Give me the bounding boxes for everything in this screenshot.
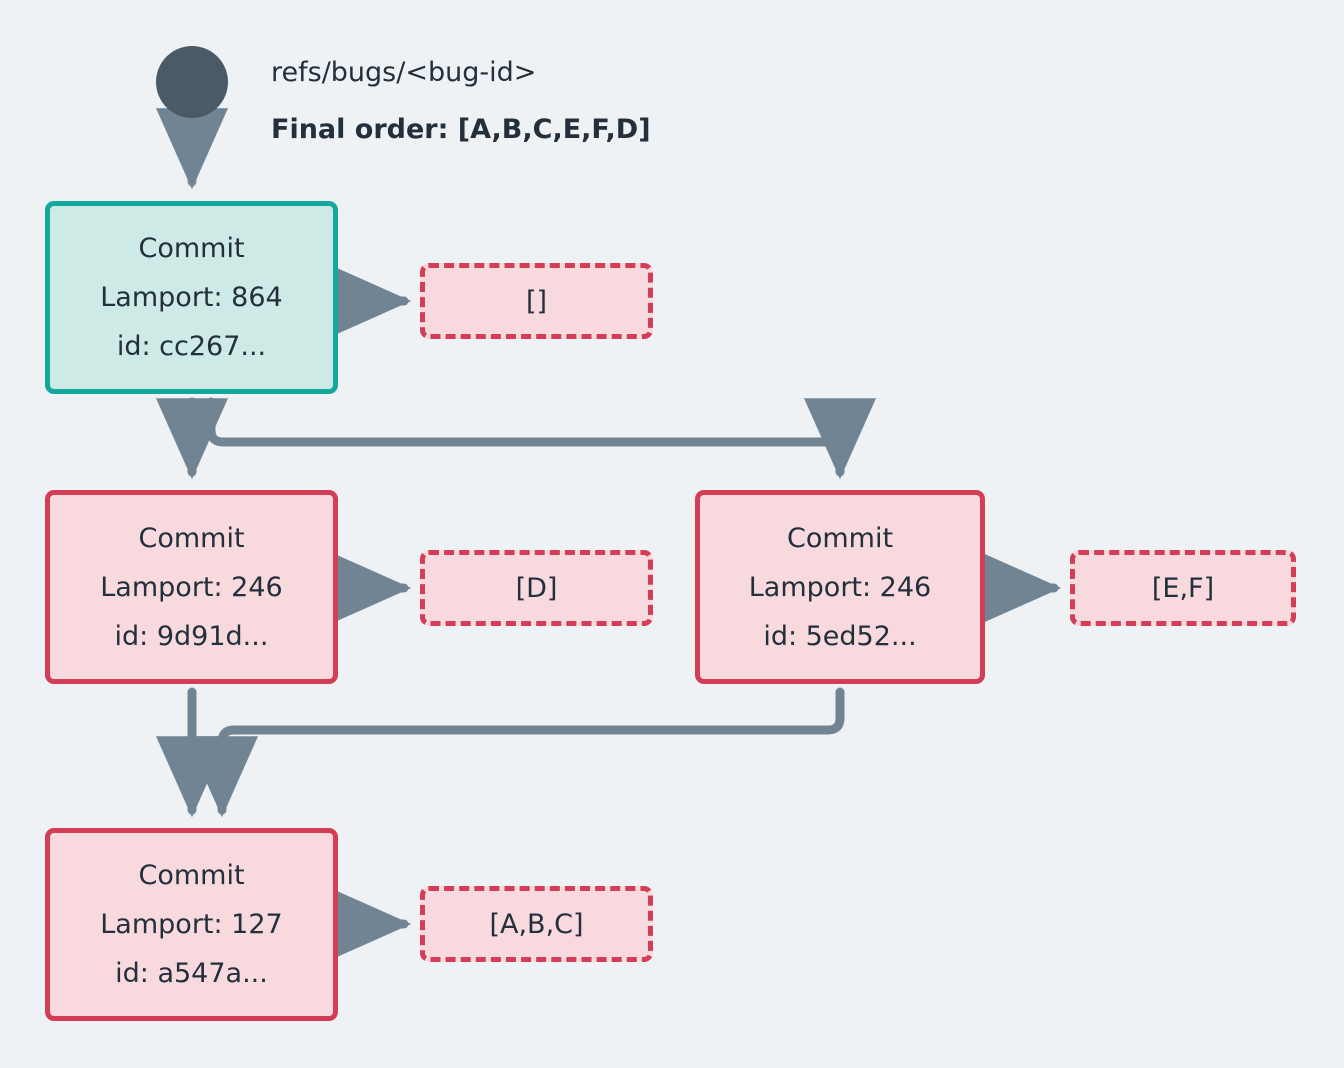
commit-node-abc[interactable]: Commit Lamport: 127 id: a547a... — [45, 828, 338, 1021]
ops-node-ef[interactable]: [E,F] — [1070, 550, 1296, 626]
commit-lamport-label: Lamport: 246 — [748, 571, 932, 603]
commit-kind-label: Commit — [786, 522, 894, 554]
commit-kind-label: Commit — [138, 233, 245, 264]
commit-id-label: id: cc267... — [116, 331, 267, 362]
commit-lamport-label: Lamport: 127 — [100, 909, 283, 940]
ops-node-head[interactable]: [] — [420, 263, 653, 339]
commit-id-label: id: a547a... — [115, 958, 268, 989]
commit-lamport-label: Lamport: 246 — [100, 571, 283, 603]
edge-head-to-commit-ef — [206, 397, 876, 480]
commit-id-label: id: 5ed52... — [763, 620, 917, 652]
ops-label: [A,B,C] — [489, 908, 584, 940]
root-ref-node[interactable] — [156, 46, 228, 118]
commit-lamport-label: Lamport: 864 — [100, 282, 283, 313]
ops-label: [] — [525, 285, 548, 317]
ops-label: [E,F] — [1151, 572, 1215, 604]
ops-node-d[interactable]: [D] — [420, 550, 653, 626]
edge-commit-ef-to-commit-abc — [186, 687, 845, 818]
commit-id-label: id: 9d91d... — [114, 620, 269, 652]
commit-node-ef[interactable]: Commit Lamport: 246 id: 5ed52... — [695, 490, 985, 684]
final-order-label: Final order: [A,B,C,E,F,D] — [271, 114, 651, 145]
ops-node-abc[interactable]: [A,B,C] — [420, 886, 653, 962]
commit-node-d[interactable]: Commit Lamport: 246 id: 9d91d... — [45, 490, 338, 684]
commit-kind-label: Commit — [138, 860, 245, 891]
commit-kind-label: Commit — [138, 522, 245, 554]
commit-node-head[interactable]: Commit Lamport: 864 id: cc267... — [45, 201, 338, 394]
ref-path-label: refs/bugs/<bug-id> — [271, 57, 537, 88]
ops-label: [D] — [515, 572, 558, 604]
